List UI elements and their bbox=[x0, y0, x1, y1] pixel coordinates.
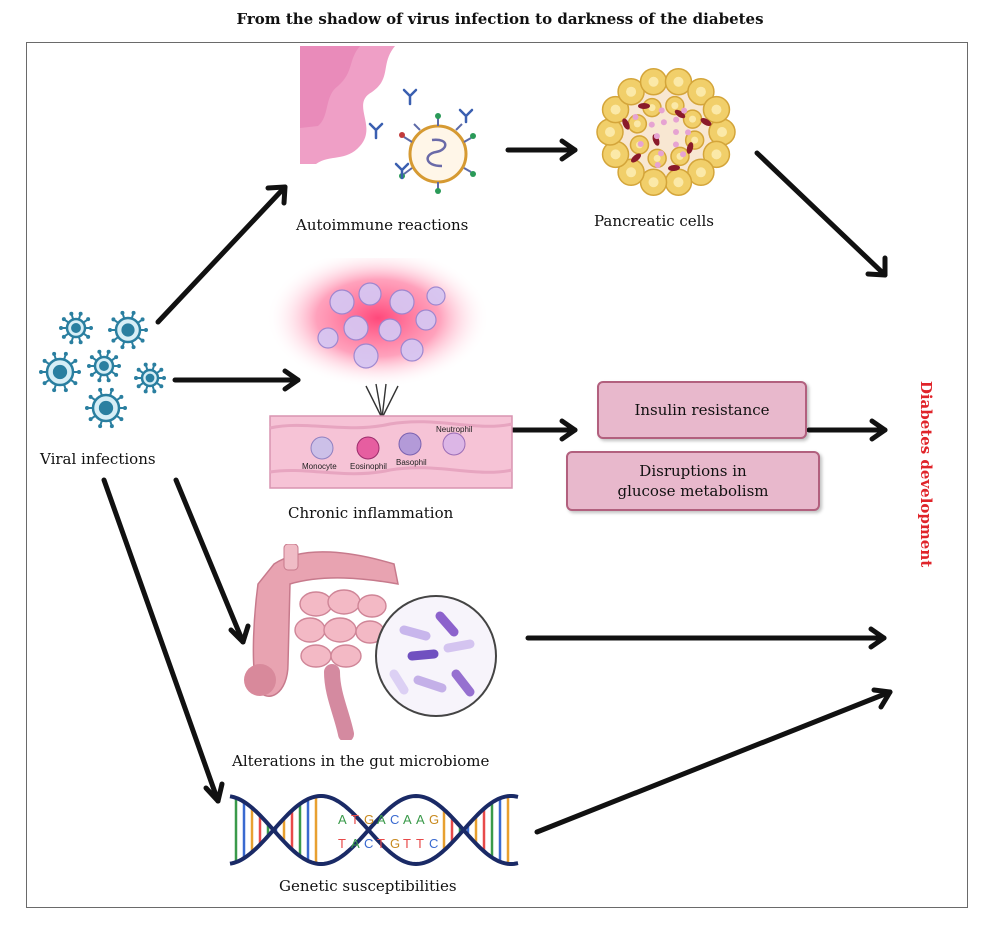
virus-icon bbox=[39, 310, 166, 429]
virus-particle bbox=[59, 311, 93, 345]
arrow-genetic-to-outcome bbox=[534, 687, 893, 835]
label-viral-infections: Viral infections bbox=[40, 450, 156, 468]
dna-letter-top: G bbox=[364, 812, 374, 827]
label-diabetes-development: Diabetes development bbox=[917, 380, 936, 568]
dna-letter-top: A bbox=[416, 812, 425, 827]
arrow-boxes-to-outcome bbox=[806, 418, 888, 442]
arrow-inflammation-to-boxes bbox=[510, 418, 578, 442]
vessel-cell-label: Basophil bbox=[396, 458, 427, 467]
dna-letter-top: C bbox=[390, 812, 399, 827]
autoimmune-illustration bbox=[300, 46, 500, 196]
pancreatic-cell bbox=[639, 68, 668, 96]
vessel-cell-label: Eosinophil bbox=[350, 462, 387, 471]
diagram-title: From the shadow of virus infection to da… bbox=[236, 10, 764, 28]
arrow-viral-to-genetic bbox=[101, 477, 225, 804]
dna-letter-bottom: C bbox=[429, 836, 438, 851]
pancreatic-cell bbox=[670, 146, 690, 167]
virus-cluster bbox=[32, 300, 172, 440]
dna-letter-bottom: T bbox=[377, 836, 385, 851]
arrow-gut-to-outcome bbox=[525, 626, 887, 650]
dna-letter-bottom: T bbox=[416, 836, 424, 851]
arrow-pancreatic-to-outcome bbox=[754, 150, 888, 278]
arrow-autoimmune-to-pancreatic bbox=[505, 138, 578, 162]
pancreatic-cell bbox=[627, 114, 648, 134]
vessel-cell-label: Neutrophil bbox=[436, 425, 473, 434]
vessel-cell-label: Monocyte bbox=[302, 462, 337, 471]
dna-letter-top: A bbox=[403, 812, 412, 827]
pancreatic-cell bbox=[601, 140, 630, 169]
dna-letter-bottom: G bbox=[390, 836, 400, 851]
arrow-viral-to-inflammation bbox=[172, 368, 301, 392]
virus-particle bbox=[134, 362, 166, 394]
label-pancreatic-cells: Pancreatic cells bbox=[594, 212, 714, 230]
virus-particle bbox=[85, 387, 127, 429]
diagram-frame bbox=[26, 42, 968, 908]
dna-letter-top: G bbox=[429, 812, 439, 827]
pancreatic-cell bbox=[665, 95, 685, 116]
virus-particle bbox=[87, 349, 121, 383]
pancreatic-cell bbox=[601, 95, 630, 124]
arrow-viral-to-autoimmune bbox=[155, 184, 288, 325]
pancreatic-cell bbox=[687, 158, 715, 187]
pancreatic-cell bbox=[639, 168, 668, 196]
label-autoimmune-reactions: Autoimmune reactions bbox=[296, 216, 469, 234]
dna-letter-bottom: T bbox=[403, 836, 411, 851]
dna-letter-top: A bbox=[338, 812, 347, 827]
dna-letter-bottom: A bbox=[351, 836, 360, 851]
dna-letter-top: A bbox=[377, 812, 386, 827]
pancreatic-cell bbox=[687, 77, 715, 106]
pancreatic-cell bbox=[596, 118, 624, 146]
inflammation-illustration: Monocyte Eosinophil Basophil Neutrophil bbox=[266, 258, 516, 494]
arrow-viral-to-gut bbox=[173, 477, 251, 645]
gut-illustration bbox=[244, 544, 504, 740]
dna-letter-top: T bbox=[351, 812, 359, 827]
virus-particle bbox=[108, 310, 148, 350]
outcome-label-container: Diabetes development bbox=[901, 380, 951, 568]
label-chronic-inflammation: Chronic inflammation bbox=[288, 504, 454, 522]
pancreatic-cell bbox=[664, 168, 693, 196]
box-insulin-resistance: Insulin resistance bbox=[597, 381, 807, 439]
label-gut-microbiome: Alterations in the gut microbiome bbox=[232, 752, 490, 770]
pancreatic-cell bbox=[702, 95, 731, 124]
pancreatic-cell bbox=[617, 158, 645, 187]
pancreatic-cell bbox=[702, 140, 731, 169]
dna-letter-bottom: C bbox=[364, 836, 373, 851]
box-glucose-metabolism: Disruptions in glucose metabolism bbox=[566, 451, 820, 511]
pancreatic-cells-illustration bbox=[586, 62, 746, 202]
box-insulin-resistance-label: Insulin resistance bbox=[634, 401, 770, 419]
glucose-label-line1: Disruptions in bbox=[639, 462, 747, 480]
pancreatic-cell bbox=[682, 109, 703, 129]
virus-particle bbox=[39, 351, 81, 393]
label-genetic-susceptibilities: Genetic susceptibilities bbox=[279, 877, 457, 895]
glucose-label-line2: glucose metabolism bbox=[617, 482, 769, 500]
box-glucose-metabolism-label: Disruptions in glucose metabolism bbox=[617, 461, 768, 501]
dna-letter-bottom: T bbox=[338, 836, 346, 851]
